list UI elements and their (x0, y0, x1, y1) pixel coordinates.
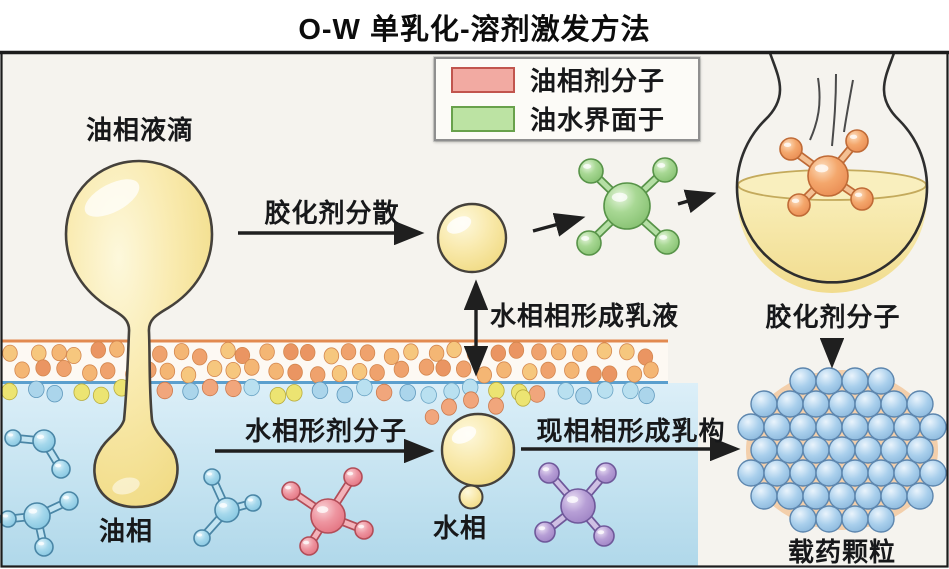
drug-particle (737, 367, 947, 533)
water-agent-step-label: 水相形剂分子 (244, 416, 407, 446)
oil-phase-label: 油相 (99, 516, 154, 546)
form-structure-step-label: 现相相形成乳构 (536, 416, 726, 446)
gelator-label: 胶化剂分子 (765, 302, 901, 332)
legend-row-interface: 油水界面于 (436, 100, 698, 137)
oil-droplet-small (436, 202, 508, 274)
legend-label: 油相剂分子 (530, 66, 666, 96)
purple-molecule (534, 462, 617, 547)
blue-molecule (4, 429, 71, 479)
red-molecule (281, 467, 374, 556)
particle-spheres (737, 367, 947, 533)
emulsion-label: 水相相形成乳液 (490, 301, 680, 331)
drug-particle-label: 载药颗粒 (787, 537, 896, 567)
legend-label: 油水界面于 (530, 105, 666, 135)
flask (735, 52, 929, 293)
blue-molecule (0, 491, 79, 557)
legend-row-oil-agent: 油相剂分子 (436, 61, 698, 98)
molecules (0, 129, 874, 557)
interface-swatch-icon (451, 105, 515, 132)
interface-dots (1, 378, 655, 405)
falling-dots (424, 389, 531, 425)
pour-motion-lines (809, 73, 854, 147)
water-phase-label: 水相 (433, 513, 488, 543)
flask-outline (735, 52, 929, 284)
arrows (215, 189, 845, 464)
legend: 油相剂分子 油水界面于 (434, 57, 700, 141)
arrow-to-gelator (532, 212, 586, 237)
oil-agent-molecule (779, 129, 874, 217)
oil-droplet-label: 油相液滴 (86, 115, 195, 145)
arrow-to-flask (677, 189, 717, 214)
gelator-molecule (576, 157, 680, 256)
blue-molecule (193, 468, 262, 547)
flask-liquid (737, 185, 927, 293)
diagram-title: O-W 单乳化-溶剂激发方法 (298, 14, 651, 46)
oil-agent-dots (2, 340, 659, 384)
oil-droplet-large (64, 159, 214, 509)
water-phase-droplet (440, 412, 516, 510)
oil-agent-swatch-icon (451, 66, 515, 93)
disperse-step-label: 胶化剂分散 (264, 198, 400, 228)
